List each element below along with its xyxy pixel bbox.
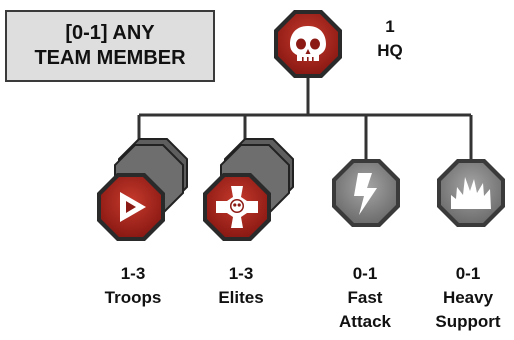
fast-attack-name-line2: Attack (339, 312, 391, 331)
hq-slot (274, 10, 342, 78)
elites-label: 1-3 Elites (186, 262, 296, 310)
heavy-support-name-line1: Heavy (442, 288, 494, 307)
hq-label: 1 HQ (360, 15, 420, 63)
elites-name: Elites (218, 288, 264, 307)
heavy-support-label: 0-1 Heavy Support (413, 262, 514, 334)
skull-cross-icon (216, 186, 258, 228)
troops-name: Troops (104, 288, 162, 307)
troops-label: 1-3 Troops (78, 262, 188, 310)
team-member-box: [0-1] ANY TEAM MEMBER (5, 10, 215, 82)
elites-count: 1-3 (228, 264, 254, 283)
heavy-support-count: 0-1 (455, 264, 481, 283)
hq-count: 1 (385, 17, 395, 36)
team-box-line2: TEAM MEMBER (34, 47, 186, 69)
fast-attack-name-line1: Fast (347, 288, 383, 307)
fast-attack-count: 0-1 (352, 264, 378, 283)
fast-attack-slot (332, 159, 400, 227)
explosion-icon (451, 177, 491, 209)
heavy-support-name-line2: Support (435, 312, 501, 331)
elites-slot (203, 138, 294, 241)
troops-slot (97, 138, 188, 241)
hq-name: HQ (377, 41, 403, 60)
arrow-icon (120, 192, 146, 222)
heavy-support-slot (437, 159, 505, 227)
lightning-icon (354, 173, 377, 215)
connector-lines (137, 76, 473, 160)
team-box-line1: [0-1] ANY (65, 22, 155, 44)
fast-attack-label: 0-1 Fast Attack (310, 262, 420, 334)
troops-count: 1-3 (120, 264, 146, 283)
skull-icon (290, 26, 326, 61)
